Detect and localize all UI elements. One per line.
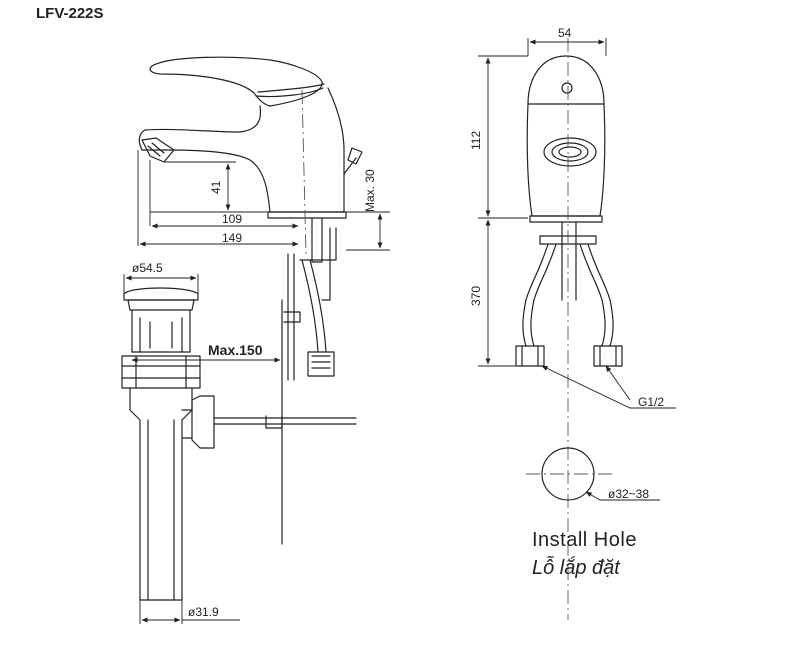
faucet-side-view	[138, 56, 363, 545]
drain-nut	[121, 355, 201, 389]
dim-max-deck: Max. 30	[363, 169, 377, 212]
dim-height-body: 112	[469, 130, 483, 150]
dim-connection: G1/2	[638, 395, 665, 409]
dim-drain-pipe: ø31.9	[188, 605, 219, 619]
dim-hole-dia: ø32~38	[608, 487, 650, 501]
front-handle	[527, 55, 605, 105]
install-hole-label: Install Hole	[532, 529, 637, 551]
hose-nut-right	[593, 345, 623, 367]
popup-drain	[121, 287, 357, 601]
drain-cap	[123, 287, 199, 301]
faucet-front-view	[515, 55, 623, 367]
dim-width-top: 54	[558, 26, 572, 40]
dim-height-hoses: 370	[469, 285, 483, 306]
faucet-body	[138, 87, 345, 213]
dim-max-rod: Max.150	[208, 342, 263, 358]
install-hole-label-vi: Lỗ lắp đặt	[532, 557, 620, 579]
dim-reach-149: 149	[222, 231, 243, 245]
model-title: LFV-222S	[36, 5, 104, 22]
dim-reach-109: 109	[222, 212, 243, 226]
faucet-handle	[149, 56, 323, 107]
hose-fitting-side	[307, 351, 335, 377]
aerator	[141, 137, 175, 163]
dim-drain-top: ø54.5	[132, 261, 163, 275]
hose-nut-left	[515, 345, 545, 367]
pull-knob	[347, 147, 363, 165]
front-body	[526, 103, 606, 217]
dim-spout-height: 41	[209, 180, 223, 194]
